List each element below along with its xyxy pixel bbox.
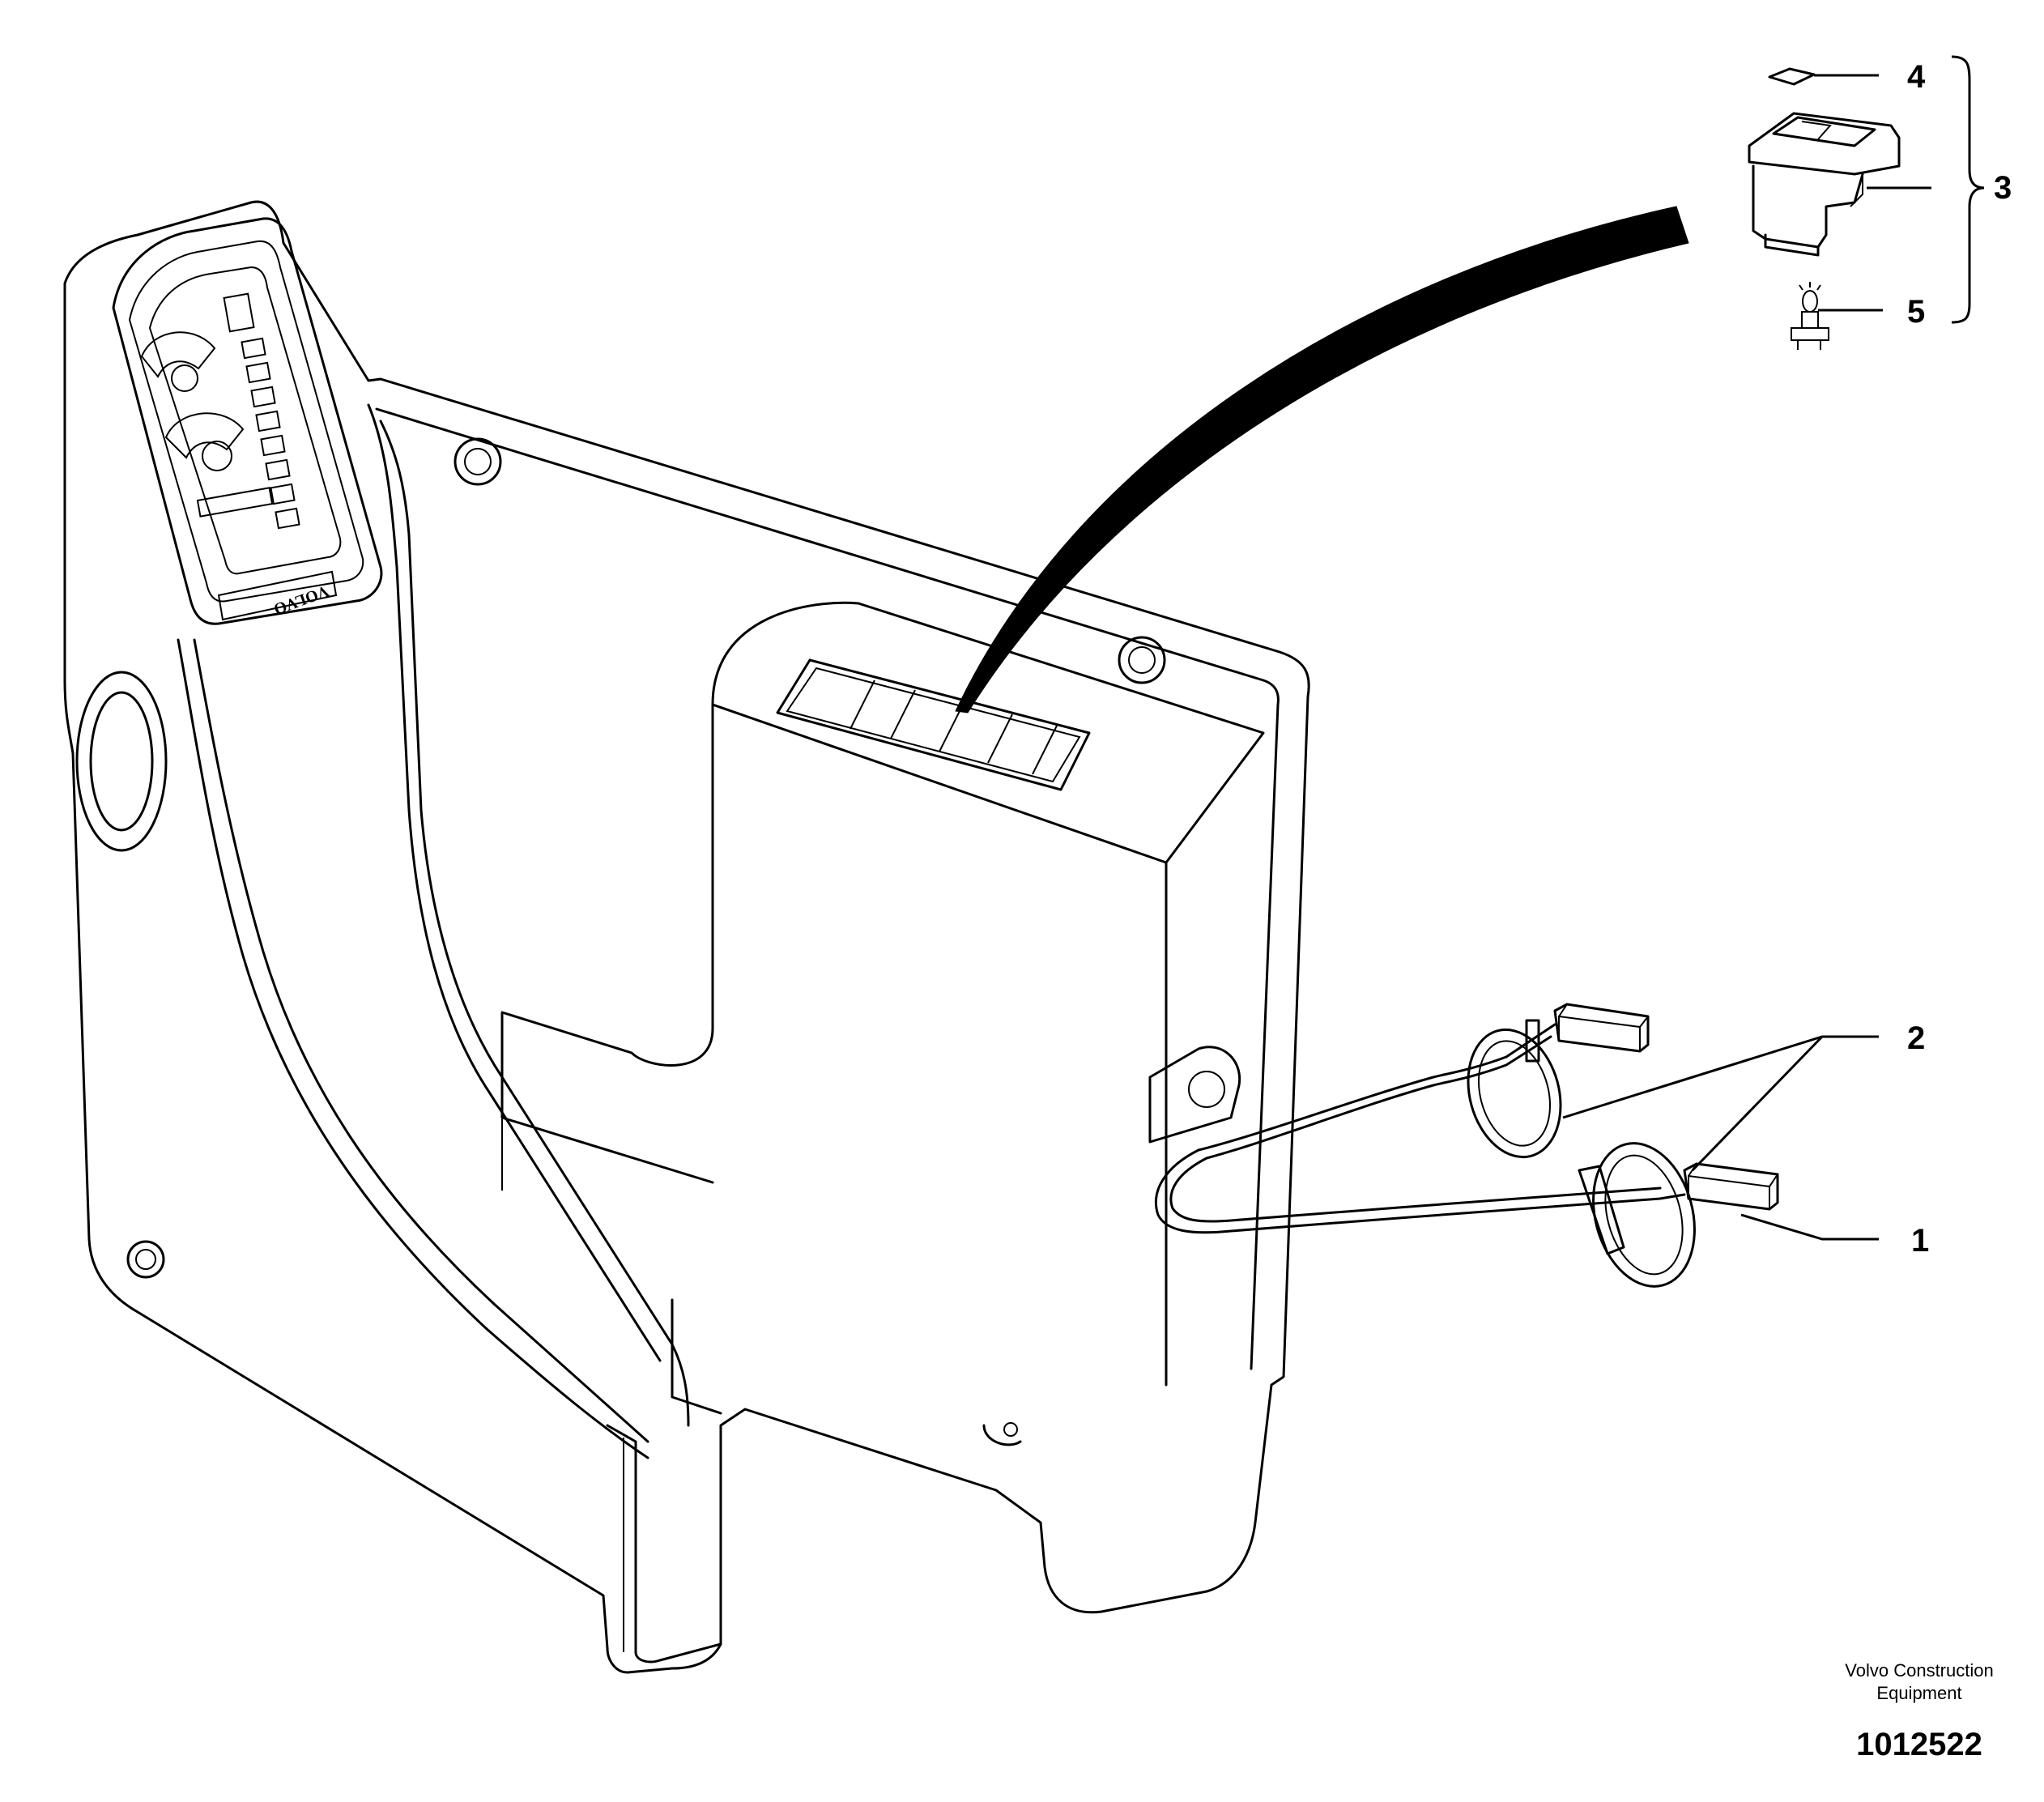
callout-3: 3 <box>1994 170 2012 206</box>
instrument-cluster <box>112 217 383 625</box>
side-panel-housing <box>63 200 1310 1674</box>
cable-tie-upper <box>1467 1019 1562 1159</box>
credit-block: Volvo Construction Equipment 1012522 <box>1814 1660 2025 1763</box>
credit-company: Volvo Construction <box>1845 1660 1994 1681</box>
callout-1: 1 <box>1911 1223 1930 1259</box>
rocker-switch <box>1748 112 1901 257</box>
credit-company-line2: Equipment <box>1876 1683 1962 1703</box>
cable-harness <box>1154 1003 1779 1234</box>
drawing-number: 1012522 <box>1856 1727 1982 1762</box>
callout-2: 2 <box>1907 1020 1926 1056</box>
callout-5: 5 <box>1907 294 1926 330</box>
pointer-arrow <box>955 206 1689 714</box>
air-vent-grille <box>776 658 1091 791</box>
switch-bulb <box>1791 282 1829 350</box>
callout-4: 4 <box>1907 59 1926 95</box>
cable-tie-lower <box>1578 1142 1696 1288</box>
panel-logo: VOLVO <box>271 581 331 618</box>
rocker-lens <box>1768 67 1816 86</box>
